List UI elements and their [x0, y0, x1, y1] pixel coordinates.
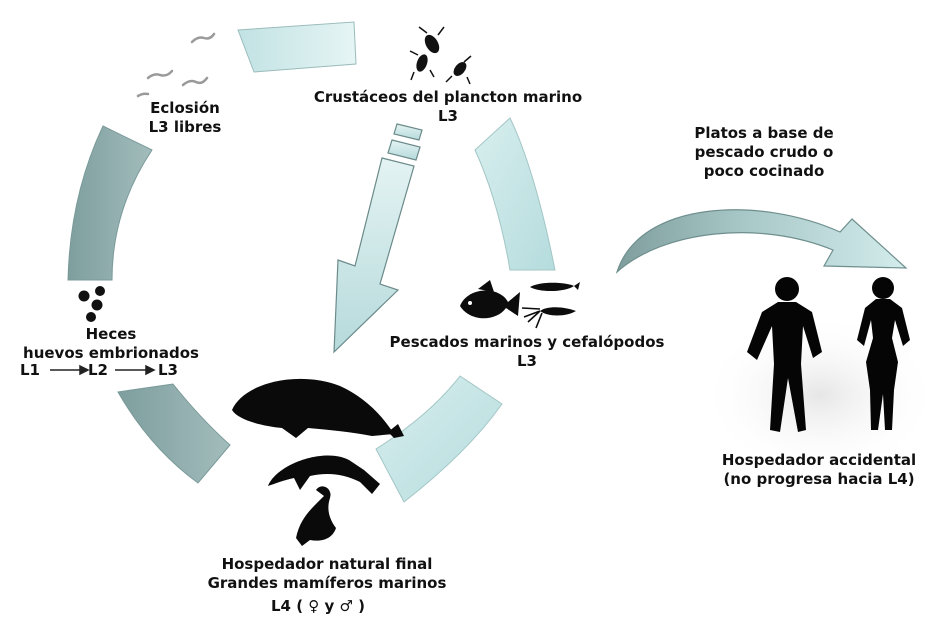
squid-icon [522, 282, 580, 328]
cycle-segment-lower-left [118, 384, 230, 483]
raw-fish-label: Platos a base de pescado crudo o poco co… [686, 124, 842, 181]
raw-fish-line-1: Platos a base de [686, 124, 842, 143]
human-transmission-arrow [617, 210, 906, 272]
l4-sex-label: L4 ( ♀ y ♂ ) [240, 597, 396, 616]
hatching-title: Eclosión [138, 99, 232, 118]
down-arrow [334, 124, 422, 352]
hatching-stage: L3 libres [138, 118, 232, 137]
eggs-icon [79, 286, 106, 322]
feces-title: Heces [6, 325, 216, 344]
raw-fish-line-2: pescado crudo o [686, 143, 842, 162]
cycle-segment-lower-right [376, 376, 502, 502]
seal-icon [296, 486, 336, 546]
fish-title: Pescados marinos y cefalópodos [374, 333, 680, 352]
cycle-segment-top [238, 22, 356, 72]
feces-label: Heces huevos embrionados [6, 325, 216, 363]
natural-host-title: Hospedador natural final [194, 555, 460, 574]
copepod-icon [410, 27, 471, 84]
stage-l2: L2 [78, 361, 118, 380]
cycle-segment-left [68, 126, 152, 280]
fish-stage: L3 [374, 352, 680, 371]
whale-icon [232, 379, 404, 438]
raw-fish-line-3: poco cocinado [686, 162, 842, 181]
fish-icon [460, 280, 520, 318]
natural-host-subtitle: Grandes mamíferos marinos [194, 574, 460, 593]
hatching-label: Eclosión L3 libres [138, 99, 232, 137]
stage-l1: L1 [10, 361, 50, 380]
accidental-host-note: (no progresa hacia L4) [712, 470, 926, 489]
natural-host-label: Hospedador natural final Grandes mamífer… [194, 555, 460, 593]
stage-l3: L3 [148, 361, 188, 380]
crustaceans-stage: L3 [300, 107, 596, 126]
fish-label: Pescados marinos y cefalópodos L3 [374, 333, 680, 371]
accidental-host-label: Hospedador accidental (no progresa hacia… [712, 451, 926, 489]
accidental-host-title: Hospedador accidental [712, 451, 926, 470]
crustaceans-label: Crustáceos del plancton marino L3 [300, 88, 596, 126]
free-larvae-icon [138, 34, 214, 96]
cycle-segment-upper-right [475, 118, 555, 270]
crustaceans-title: Crustáceos del plancton marino [300, 88, 596, 107]
